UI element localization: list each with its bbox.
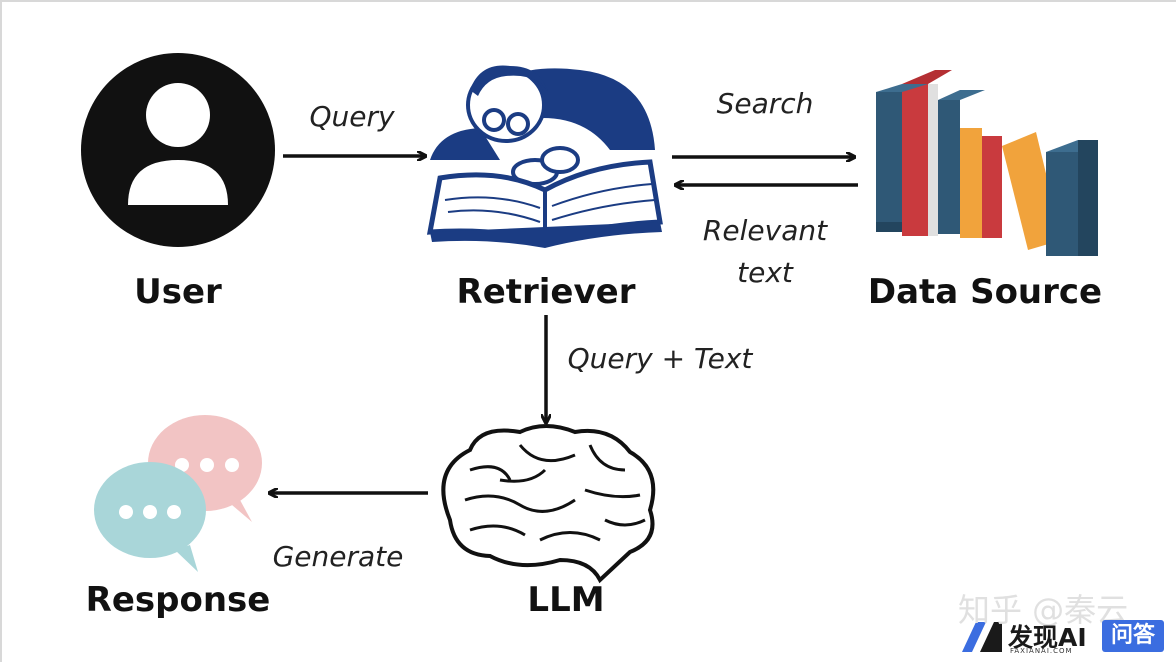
faxianai-badge: 发现AI FAXIANAI.COM 问答 xyxy=(962,618,1172,658)
user-icon xyxy=(81,53,275,247)
retriever-label: Retriever xyxy=(456,272,636,312)
edge-label-generate: Generate xyxy=(272,540,404,573)
data-source-books-icon xyxy=(876,70,1098,256)
edge-label-query-text: Query + Text xyxy=(567,342,753,375)
badge-brand: 发现AI xyxy=(1008,623,1087,652)
edge-label-relevant-line1: Relevant xyxy=(702,214,828,247)
edge-label-query: Query xyxy=(309,100,395,133)
zhihu-watermark: 知乎 @秦云 xyxy=(958,591,1129,629)
user-label: User xyxy=(134,272,222,312)
response-label: Response xyxy=(85,580,271,620)
response-chat-bubbles-icon xyxy=(94,415,262,572)
edge-label-relevant-text: Relevant text xyxy=(703,210,827,294)
llm-label: LLM xyxy=(527,580,605,620)
badge-qa: 问答 xyxy=(1102,620,1164,652)
edge-label-relevant-line2: text xyxy=(737,256,793,289)
data-source-label: Data Source xyxy=(867,272,1103,312)
faxianai-logo-icon xyxy=(962,622,1002,652)
llm-brain-icon xyxy=(441,424,656,584)
badge-url: FAXIANAI.COM xyxy=(1010,647,1073,655)
retriever-reader-icon xyxy=(426,65,663,248)
edge-label-search: Search xyxy=(716,87,814,120)
